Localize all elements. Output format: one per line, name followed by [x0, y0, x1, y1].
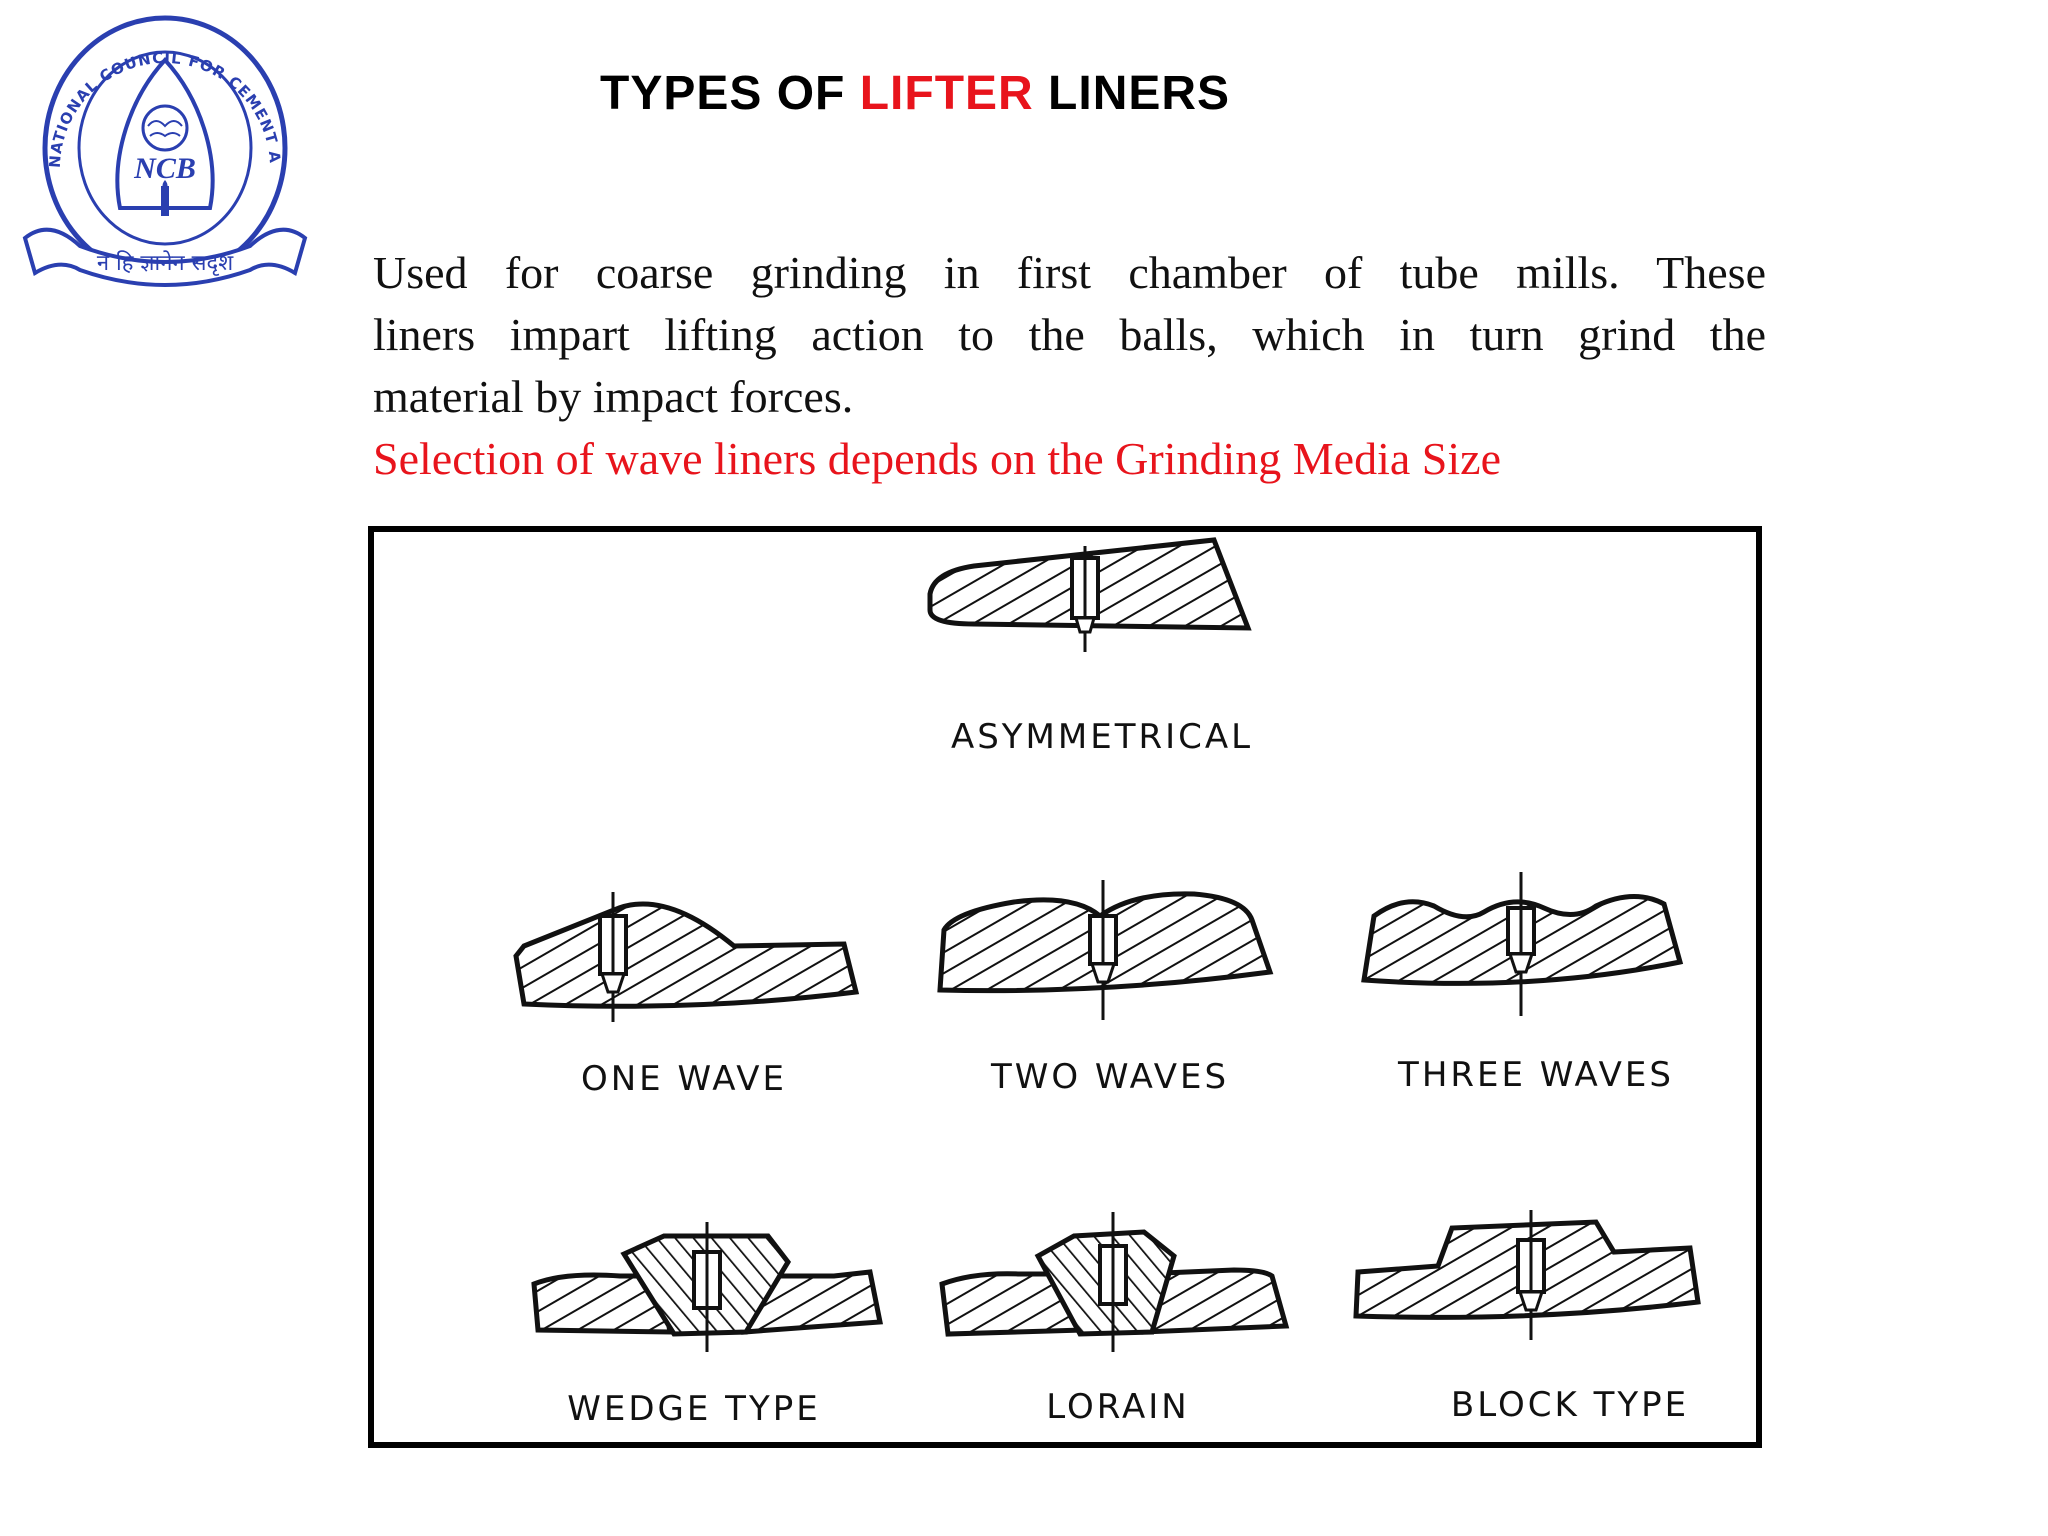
description-line-3: material by impact forces.	[373, 371, 854, 422]
label-lorain: LORAIN	[1046, 1387, 1189, 1427]
description-paragraph: Used for coarse grinding in first chambe…	[373, 242, 1766, 428]
page-title: TYPES OF LIFTER LINERS	[600, 66, 1230, 121]
title-part2: LINERS	[1033, 67, 1231, 120]
label-block-type: BLOCK TYPE	[1451, 1385, 1689, 1425]
label-two-waves: TWO WAVES	[990, 1057, 1229, 1097]
ncb-motto: न हि ज्ञानेन सदृशं	[97, 250, 234, 276]
label-asymmetrical: ASYMMETRICAL	[951, 717, 1253, 757]
label-wedge-type: WEDGE TYPE	[567, 1389, 820, 1429]
description-line-2: liners impart lifting action to the ball…	[373, 309, 1766, 360]
liner-diagram: ASYMMETRICAL ONE WAVE TWO WAVES THREE WA…	[513, 537, 1701, 1429]
label-one-wave: ONE WAVE	[581, 1059, 787, 1099]
ncb-logo: NATIONAL COUNCIL FOR CEMENT AND BUILDING…	[12, 0, 310, 298]
lorain-liner: LORAIN	[939, 1212, 1290, 1427]
label-three-waves: THREE WAVES	[1397, 1055, 1674, 1095]
highlight-note: Selection of wave liners depends on the …	[373, 433, 1501, 484]
two-waves-liner: TWO WAVES	[937, 880, 1274, 1097]
ncb-seal-icon: NATIONAL COUNCIL FOR CEMENT AND BUILDING…	[12, 0, 308, 287]
liner-types-figure: ASYMMETRICAL ONE WAVE TWO WAVES THREE WA…	[368, 526, 1762, 1448]
title-accent: LIFTER	[859, 67, 1034, 120]
ncb-emblem-text: NCB	[133, 152, 196, 185]
block-type-liner: BLOCK TYPE	[1353, 1210, 1701, 1425]
description-line-1: Used for coarse grinding in first chambe…	[373, 247, 1766, 298]
wedge-type-liner: WEDGE TYPE	[531, 1222, 884, 1429]
title-part1: TYPES OF	[600, 67, 860, 120]
three-waves-liner: THREE WAVES	[1361, 872, 1684, 1095]
one-wave-liner: ONE WAVE	[513, 892, 860, 1099]
asymmetrical-liner: ASYMMETRICAL	[927, 537, 1253, 757]
